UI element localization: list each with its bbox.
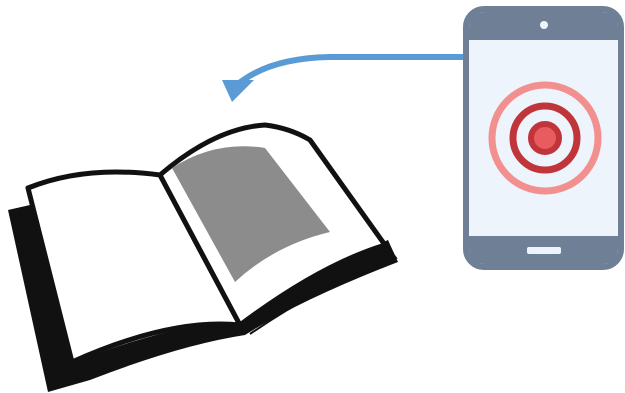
phone-home-bar	[527, 247, 561, 254]
arrow-shaft	[238, 57, 470, 84]
open-book-icon	[8, 125, 398, 392]
curved-arrow-icon	[222, 57, 470, 102]
phone-camera	[540, 21, 548, 29]
target-center-ring	[531, 124, 559, 152]
smartphone-icon	[466, 9, 621, 267]
arrow-head	[222, 80, 254, 102]
